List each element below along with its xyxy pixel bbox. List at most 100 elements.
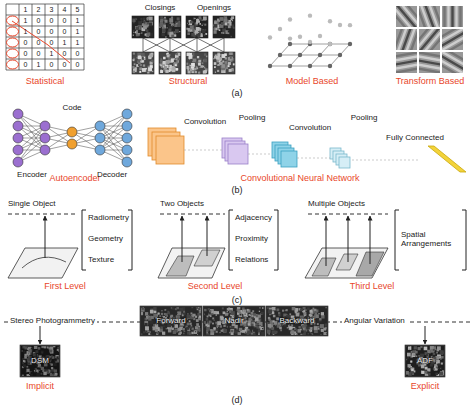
texture-speck bbox=[249, 314, 251, 316]
gabor-filter bbox=[396, 6, 417, 27]
texture-speck bbox=[279, 327, 282, 330]
texture-speck bbox=[139, 67, 142, 70]
lattice-edge bbox=[280, 44, 290, 55]
texture-speck bbox=[317, 326, 319, 328]
texture-speck bbox=[142, 60, 144, 62]
morphology-link bbox=[143, 38, 170, 52]
feature-label: Adjacency bbox=[235, 214, 272, 223]
texture-speck bbox=[193, 61, 194, 62]
texture-speck bbox=[197, 309, 199, 311]
texture-speck bbox=[221, 330, 223, 332]
texture-speck bbox=[325, 324, 327, 326]
texture-speck bbox=[268, 317, 270, 319]
texture-speck bbox=[193, 329, 194, 330]
panel-caption: Structural bbox=[169, 77, 208, 87]
tile-border bbox=[132, 16, 154, 38]
texture-speck bbox=[133, 30, 136, 33]
texture-speck bbox=[320, 324, 324, 328]
reference-line bbox=[8, 214, 78, 215]
neuron bbox=[67, 139, 77, 149]
texture-speck bbox=[193, 61, 194, 62]
texture-speck bbox=[222, 307, 224, 309]
texture-speck bbox=[206, 332, 207, 333]
texture-speck bbox=[273, 315, 275, 317]
texture-speck bbox=[268, 324, 272, 328]
texture-speck bbox=[147, 317, 148, 318]
texture-speck bbox=[314, 326, 318, 330]
texture-speck bbox=[307, 330, 308, 331]
texture-speck bbox=[145, 312, 148, 315]
lattice-value bbox=[298, 35, 302, 39]
texture-speck bbox=[225, 30, 229, 34]
texture-speck bbox=[132, 66, 134, 68]
panel-caption: Statistical bbox=[26, 77, 65, 87]
texture-speck bbox=[229, 332, 231, 334]
texture-speck bbox=[197, 56, 199, 58]
texture-speck bbox=[36, 370, 38, 372]
texture-speck bbox=[214, 21, 218, 25]
texture-speck bbox=[36, 372, 40, 376]
table-cell: 0 bbox=[37, 28, 41, 36]
texture-speck bbox=[196, 67, 198, 69]
texture-speck bbox=[179, 327, 182, 330]
texture-speck bbox=[189, 53, 192, 56]
texture-speck bbox=[165, 70, 168, 73]
stripe bbox=[422, 29, 440, 50]
texture-speck bbox=[168, 65, 172, 69]
gabor-filter bbox=[419, 52, 440, 73]
texture-speck bbox=[143, 18, 146, 21]
lattice-value bbox=[338, 23, 342, 27]
texture-speck bbox=[214, 21, 216, 23]
texture-speck bbox=[136, 57, 138, 59]
image-tile: Backward bbox=[266, 306, 328, 336]
texture-speck bbox=[218, 64, 220, 66]
texture-speck bbox=[436, 352, 438, 354]
texture-speck bbox=[225, 26, 227, 28]
tile-border bbox=[405, 345, 445, 377]
texture-speck bbox=[294, 328, 296, 330]
texture-speck bbox=[214, 62, 217, 65]
texture-speck bbox=[204, 34, 206, 36]
texture-speck bbox=[42, 370, 44, 372]
texture-speck bbox=[55, 361, 57, 363]
texture-speck bbox=[183, 330, 184, 331]
texture-speck bbox=[407, 353, 411, 357]
texture-speck bbox=[164, 20, 167, 23]
texture-speck bbox=[190, 21, 193, 24]
texture-speck bbox=[240, 314, 242, 316]
texture-speck bbox=[199, 310, 202, 313]
texture-speck bbox=[168, 329, 171, 332]
panel-letter: (a) bbox=[232, 89, 243, 99]
morphology-image bbox=[186, 16, 208, 38]
lattice-edge bbox=[330, 44, 350, 45]
texture-speck bbox=[169, 22, 171, 24]
texture-speck bbox=[50, 350, 54, 354]
pooled-map bbox=[339, 157, 350, 168]
texture-speck bbox=[310, 332, 312, 334]
texture-speck bbox=[22, 369, 24, 371]
texture-speck bbox=[146, 29, 149, 32]
texture-speck bbox=[174, 34, 176, 36]
tile-base bbox=[159, 16, 181, 38]
texture-speck bbox=[41, 367, 44, 370]
texture-speck bbox=[195, 71, 197, 73]
tile-border bbox=[132, 52, 154, 74]
texture-speck bbox=[22, 362, 24, 364]
tile-border bbox=[186, 52, 208, 74]
texture-speck bbox=[147, 32, 151, 36]
morphology-link bbox=[224, 38, 225, 52]
level-arrow bbox=[182, 216, 183, 262]
texture-speck bbox=[325, 323, 328, 326]
lattice-site bbox=[308, 64, 312, 68]
texture-speck bbox=[144, 58, 146, 60]
table-cell: 1 bbox=[50, 50, 54, 58]
texture-speck bbox=[149, 331, 150, 332]
texture-speck bbox=[194, 331, 197, 334]
neuron bbox=[95, 145, 105, 155]
texture-speck bbox=[176, 57, 177, 58]
neuron bbox=[40, 145, 50, 155]
texture-speck bbox=[298, 326, 300, 328]
product-tile: ADF bbox=[405, 345, 445, 377]
texture-speck bbox=[259, 307, 261, 309]
texture-speck bbox=[54, 369, 57, 372]
